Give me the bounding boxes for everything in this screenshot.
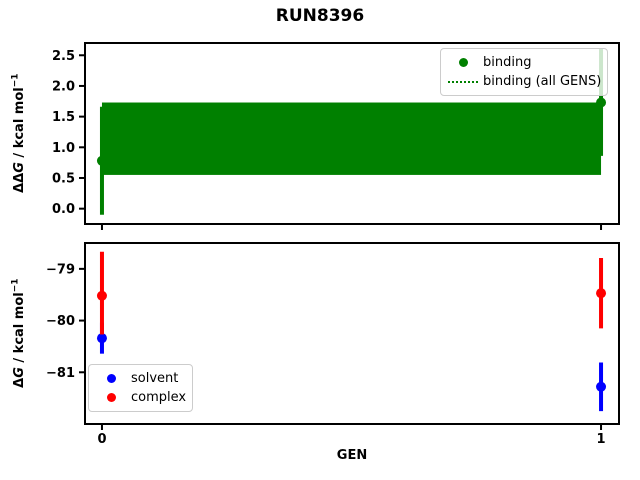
axes-frame bbox=[84, 242, 620, 425]
legend-row-binding: binding bbox=[447, 53, 601, 72]
legend-label-binding-all-gens: binding (all GENS) bbox=[483, 74, 602, 89]
solvent-marker-gen1 bbox=[596, 381, 607, 392]
dg-plot: −79 −80 −81 0 1 bbox=[46, 242, 620, 447]
y-tick-label: −80 bbox=[46, 314, 75, 329]
legend-row-binding-all-gens: binding (all GENS) bbox=[447, 72, 601, 91]
legend-glyph-wrap bbox=[447, 58, 479, 67]
legend-binding: binding binding (all GENS) bbox=[440, 48, 609, 96]
x-axis-label: GEN bbox=[336, 448, 368, 463]
y-axis-label-ddg: ΔΔG / kcal mol−1 bbox=[4, 43, 34, 224]
y-tick-label: 1.0 bbox=[52, 141, 75, 156]
ylabel-g: G bbox=[12, 162, 28, 174]
legend-glyph-wrap bbox=[95, 393, 127, 402]
figure-title: RUN8396 bbox=[275, 6, 365, 26]
legend-label-complex: complex bbox=[131, 390, 187, 405]
legend-row-solvent: solvent bbox=[95, 369, 186, 388]
legend-label-solvent: solvent bbox=[131, 371, 179, 386]
ylabel-exponent: −1 bbox=[10, 278, 21, 293]
complex-dot-icon bbox=[106, 393, 116, 402]
y-tick-label: −79 bbox=[46, 262, 75, 277]
ylabel-units: / kcal mol bbox=[12, 87, 28, 163]
binding-marker-gen0 bbox=[96, 155, 107, 166]
axes-frame bbox=[84, 42, 620, 225]
binding-dot-icon bbox=[458, 58, 468, 67]
ylabel-units: / kcal mol bbox=[12, 292, 28, 368]
binding-marker-gen1 bbox=[596, 97, 607, 108]
legend-label-binding: binding bbox=[483, 55, 532, 70]
y-axis-label-ddg-text: ΔΔG / kcal mol−1 bbox=[11, 74, 27, 193]
y-tick-label: 0.5 bbox=[52, 171, 75, 186]
legend-glyph-wrap bbox=[447, 80, 479, 83]
complex-marker-gen1 bbox=[596, 288, 607, 299]
solvent-marker-gen0 bbox=[96, 333, 107, 344]
y-tick-label: 0.0 bbox=[52, 202, 75, 217]
y-tick-label: 2.0 bbox=[52, 79, 75, 94]
y-tick-label: 2.5 bbox=[52, 49, 75, 64]
legend-solvent-complex: solvent complex bbox=[88, 364, 194, 412]
legend-glyph-wrap bbox=[95, 374, 127, 383]
ylabel-g: G bbox=[12, 367, 28, 379]
solvent-dot-icon bbox=[106, 374, 116, 383]
all-gens-band bbox=[101, 102, 602, 175]
ylabel-delta: Δ bbox=[12, 378, 28, 389]
y-tick-label: −81 bbox=[46, 366, 75, 381]
y-axis-label-dg: ΔG / kcal mol−1 bbox=[4, 243, 34, 424]
y-axis-label-dg-text: ΔG / kcal mol−1 bbox=[11, 279, 27, 388]
x-tick-label: 0 bbox=[97, 432, 106, 447]
complex-marker-gen0 bbox=[96, 290, 107, 301]
y-tick-label: 1.5 bbox=[52, 110, 75, 125]
ddg-binding-plot: 0.0 0.5 1.0 1.5 2.0 2.5 bbox=[52, 42, 620, 230]
legend-row-complex: complex bbox=[95, 388, 186, 407]
dotted-line-icon bbox=[448, 80, 478, 83]
ylabel-delta: ΔΔ bbox=[12, 173, 28, 194]
x-tick-label: 1 bbox=[597, 432, 606, 447]
ylabel-exponent: −1 bbox=[10, 73, 21, 88]
